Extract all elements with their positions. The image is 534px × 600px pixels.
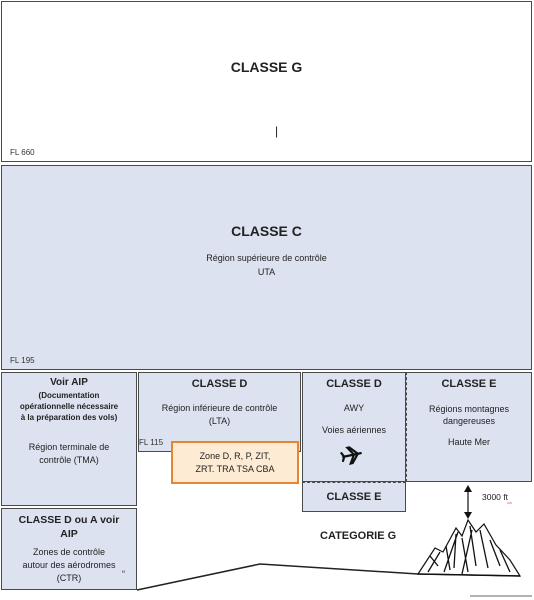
classe-e-right-title: CLASSE E [441,378,497,390]
ctr-line3: (CTR) [56,573,82,583]
ctr-line1: Zones de contrôle [32,547,106,557]
classe-g-region: CLASSE G | FL 660 [1,1,532,162]
categorie-g-label: CATEGORIE G [320,530,397,542]
ctr-title1: CLASSE D ou A voir [18,514,120,526]
ctr-region: CLASSE D ou A voir AIP Zones de contrôle… [1,508,137,590]
ctr-title2: AIP [60,528,78,540]
classe-c-region: CLASSE C Région supérieure de contrôle U… [1,165,532,370]
awy-title: CLASSE D [326,378,382,390]
classe-e-right-line3: Haute Mer [447,437,491,447]
fl-195-label: FL 195 [10,356,35,365]
zone-line2: ZRT. TRA TSA CBA [195,464,275,474]
classe-e-small-region: CLASSE E [302,482,406,512]
classe-e-right-line1: Régions montagnes [428,404,510,414]
tma-line2: contrôle (TMA) [39,455,99,465]
zone-line1: Zone D, R, P, ZIT, [199,451,271,461]
classe-e-right-line2: dangereuses [442,416,496,426]
zone-restricted-box: Zone D, R, P, ZIT, ZRT. TRA TSA CBA [171,441,299,484]
height-note: 3000 ft [482,492,508,502]
tma-line1: Région terminale de [28,442,110,452]
classe-e-small-title: CLASSE E [326,491,382,503]
classe-e-right-region: CLASSE E Régions montagnes dangereuses H… [406,372,532,482]
classe-c-line1: Région supérieure de contrôle [206,253,327,263]
awy-line1: AWY [343,403,365,413]
lta-region: CLASSE D Région inférieure de contrôle (… [138,372,301,452]
double-arrow-icon [464,485,472,519]
aip-desc3: à la préparation des vols) [20,413,118,422]
cursor-mark: | [275,124,279,138]
classe-c-line2: UTA [257,267,276,277]
aip-desc1: (Documentation [38,391,100,400]
lta-title: CLASSE D [191,378,248,390]
aip-tma-region: Voir AIP (Documentation opérationnelle n… [1,372,137,506]
aip-title: Voir AIP [50,377,88,388]
ground-profile [136,563,438,591]
lta-line1: Région inférieure de contrôle [161,403,278,413]
aip-desc2: opérationnelle nécessaire [19,402,119,411]
ctr-line2: autour des aérodromes [22,560,116,570]
fl-660-label: FL 660 [10,148,35,157]
fl-115-label: FL 115 [139,438,164,447]
classe-c-title: CLASSE C [231,223,302,239]
ctr-mark: “ [122,569,125,579]
awy-region: CLASSE D AWY Voies aériennes [302,372,406,482]
awy-line2: Voies aériennes [321,425,387,435]
airplane-icon [340,446,362,465]
lta-line2: (LTA) [208,416,231,426]
classe-g-title: CLASSE G [230,59,303,75]
mountain-icon [416,518,522,577]
